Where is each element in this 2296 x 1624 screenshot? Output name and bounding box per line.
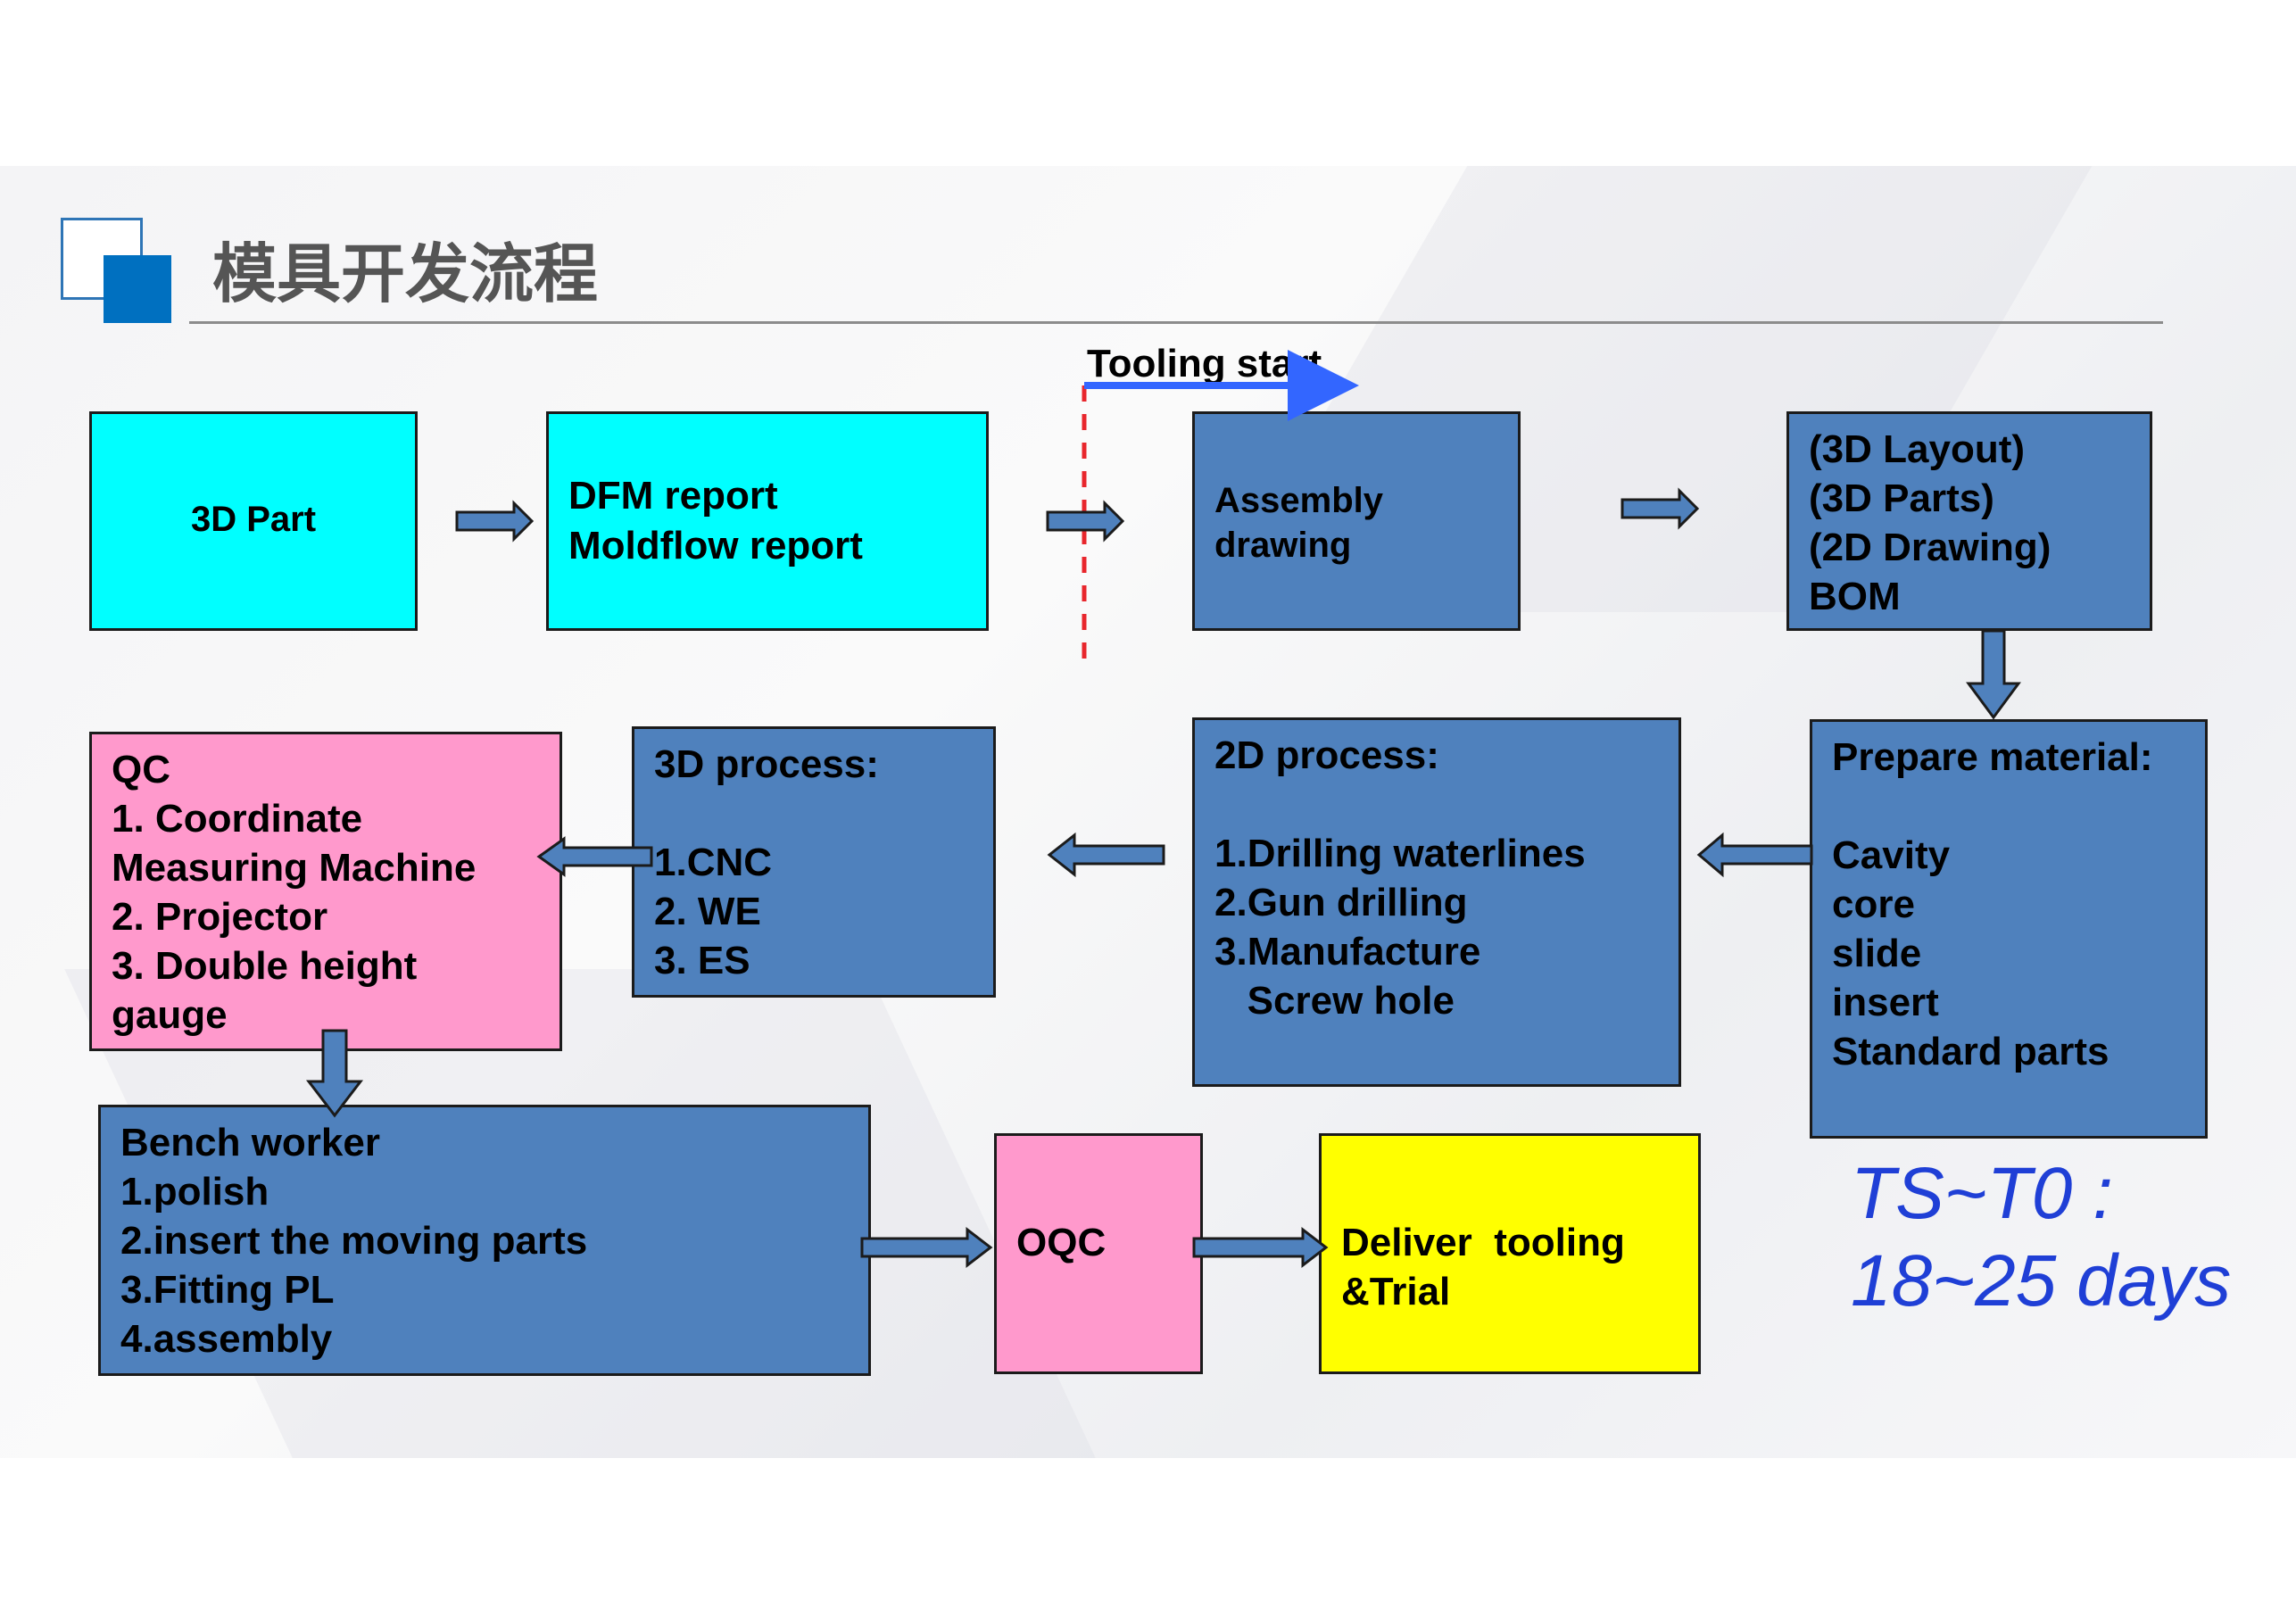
box-prepare-line-6: insert bbox=[1832, 981, 1939, 1024]
box-qc-line-3: Measuring Machine bbox=[112, 846, 477, 890]
box-qc-line-4: 2. Projector bbox=[112, 895, 328, 939]
box-deliver-line-2: &Trial bbox=[1341, 1270, 1451, 1313]
title-underline bbox=[189, 321, 2163, 324]
arrow-left-icon bbox=[1047, 832, 1165, 878]
box-dfm-report: DFM report Moldflow report bbox=[546, 411, 989, 631]
timing-line-1: TS~T0 : bbox=[1851, 1153, 2113, 1234]
box-bench-line-5: 4.assembly bbox=[120, 1317, 333, 1361]
box-prepare-line-5: slide bbox=[1832, 932, 1922, 975]
box-qc-line-1: QC bbox=[112, 748, 170, 791]
box-2d-process-line-4: 2.Gun drilling bbox=[1214, 881, 1468, 924]
box-layout-line-2: (3D Parts) bbox=[1809, 476, 1994, 520]
box-qc-line-5: 3. Double height bbox=[112, 944, 418, 988]
arrow-down-icon bbox=[1966, 629, 2021, 720]
tooling-start-label: Tooling start bbox=[1087, 342, 1322, 385]
box-layout-line-3: (2D Drawing) bbox=[1809, 526, 2051, 569]
box-3d-process-line-5: 3. ES bbox=[654, 939, 750, 982]
box-assembly-line-2: drawing bbox=[1214, 526, 1352, 565]
arrow-right-icon bbox=[455, 500, 535, 543]
box-dfm-line-1: DFM report bbox=[568, 474, 778, 518]
box-layout-bom: (3D Layout) (3D Parts) (2D Drawing) BOM bbox=[1786, 411, 2152, 631]
title-logo-icon bbox=[61, 218, 173, 323]
box-prepare-line-3: Cavity bbox=[1832, 833, 1951, 877]
box-prepare-line-1: Prepare material: bbox=[1832, 735, 2153, 779]
box-prepare-line-4: core bbox=[1832, 882, 1915, 926]
box-bench-line-1: Bench worker bbox=[120, 1121, 380, 1164]
box-prepare-line-7: Standard parts bbox=[1832, 1030, 2110, 1073]
box-bench-line-3: 2.insert the moving parts bbox=[120, 1219, 588, 1263]
box-2d-process-line-1: 2D process: bbox=[1214, 733, 1439, 777]
box-layout-line-4: BOM bbox=[1809, 575, 1901, 618]
arrow-right-icon bbox=[1046, 500, 1125, 543]
arrow-left-icon bbox=[1696, 832, 1813, 878]
box-3d-part: 3D Part bbox=[89, 411, 418, 631]
timing-line-2: 18~25 days bbox=[1851, 1240, 2232, 1322]
box-assembly-drawing: Assembly drawing bbox=[1192, 411, 1521, 631]
box-prepare-material: Prepare material: Cavity core slide inse… bbox=[1810, 719, 2208, 1139]
arrow-down-icon bbox=[305, 1029, 364, 1118]
box-3d-part-label: 3D Part bbox=[190, 500, 317, 539]
arrow-right-icon bbox=[1192, 1226, 1329, 1269]
page-title: 模具开发流程 bbox=[212, 236, 599, 311]
box-qc-line-2: 1. Coordinate bbox=[112, 797, 363, 841]
arrow-right-icon bbox=[860, 1226, 993, 1269]
box-oqc: OQC bbox=[994, 1133, 1203, 1374]
box-qc-line-6: gauge bbox=[112, 993, 228, 1037]
box-2d-process-line-5: 3.Manufacture bbox=[1214, 930, 1481, 974]
box-2d-process: 2D process: 1.Drilling waterlines 2.Gun … bbox=[1192, 717, 1681, 1087]
box-deliver-tooling: Deliver tooling &Trial bbox=[1319, 1133, 1701, 1374]
box-3d-process: 3D process: 1.CNC 2. WE 3. ES bbox=[632, 726, 996, 998]
box-oqc-label: OQC bbox=[1016, 1221, 1107, 1264]
box-layout-line-1: (3D Layout) bbox=[1809, 427, 2025, 471]
box-2d-process-line-6: Screw hole bbox=[1214, 979, 1455, 1023]
box-qc: QC 1. Coordinate Measuring Machine 2. Pr… bbox=[89, 732, 562, 1051]
box-3d-process-line-3: 1.CNC bbox=[654, 841, 773, 884]
box-3d-process-line-1: 3D process: bbox=[654, 742, 879, 786]
box-assembly-line-1: Assembly bbox=[1214, 481, 1383, 520]
box-2d-process-line-3: 1.Drilling waterlines bbox=[1214, 832, 1586, 875]
arrow-right-icon bbox=[1620, 487, 1700, 530]
box-3d-process-line-4: 2. WE bbox=[654, 890, 761, 933]
box-dfm-line-2: Moldflow report bbox=[568, 524, 863, 568]
box-bench-line-2: 1.polish bbox=[120, 1170, 269, 1214]
arrow-left-icon bbox=[536, 836, 653, 877]
box-deliver-line-1: Deliver tooling bbox=[1341, 1221, 1625, 1264]
box-bench-worker: Bench worker 1.polish 2.insert the movin… bbox=[98, 1105, 871, 1376]
box-bench-line-4: 3.Fitting PL bbox=[120, 1268, 335, 1312]
